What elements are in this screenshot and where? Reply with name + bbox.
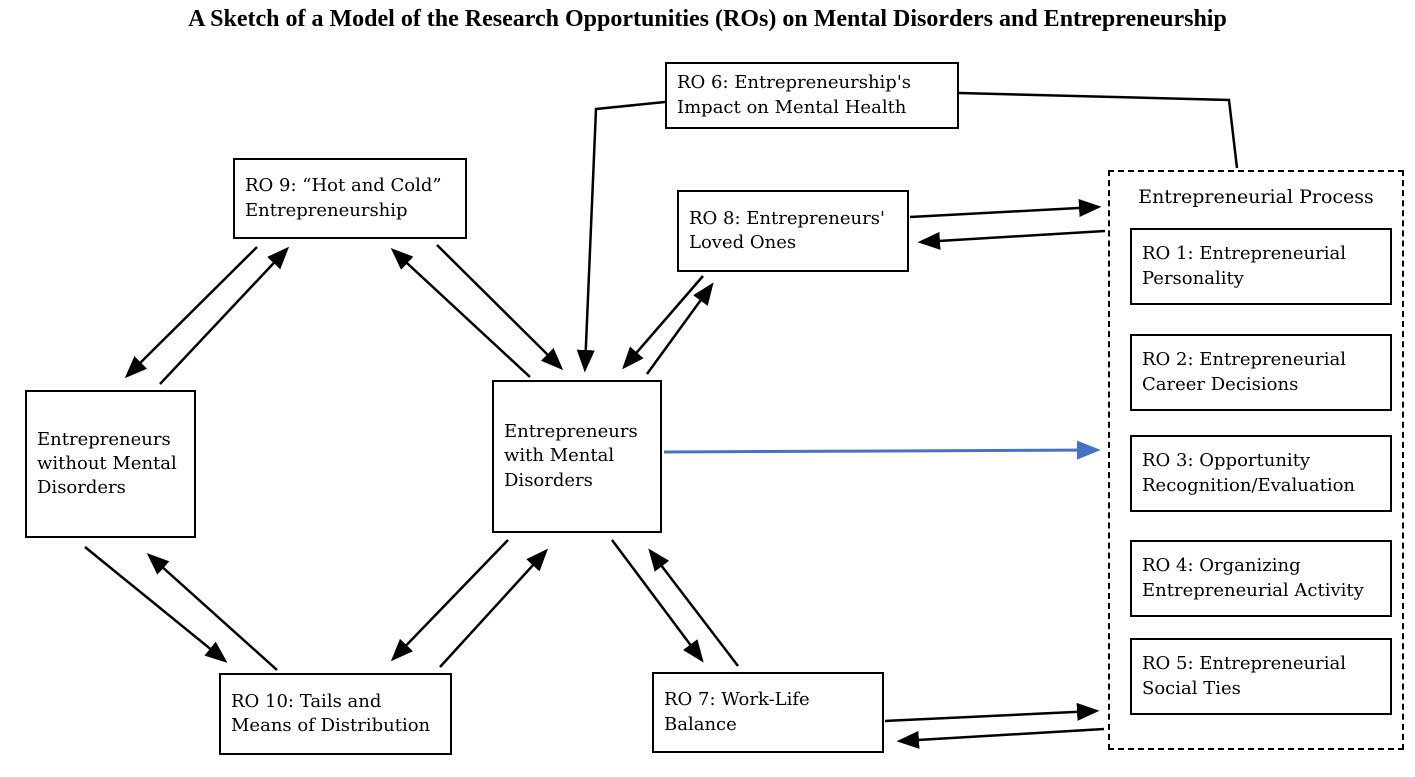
node-ro10: RO 10: Tails and Means of Distribution [219,673,452,755]
arrow-ro8-to-process [909,198,1102,219]
process-panel-title: Entrepreneurial Process [1138,186,1374,208]
node-ro3: RO 3: Opportunity Recognition/Evaluation [1130,435,1392,512]
node-ro1-label: RO 1: Entrepreneurial Personality [1142,243,1346,289]
node-entrepreneurs-with-mental-disorders: Entrepreneurs with Mental Disorders [492,380,662,533]
page-title: A Sketch of a Model of the Research Oppo… [188,6,1227,32]
node-ro8: RO 8: Entrepreneurs' Loved Ones [677,190,909,272]
node-ro4: RO 4: Organizing Entrepreneurial Activit… [1130,540,1392,617]
node-ro7: RO 7: Work-Life Balance [652,672,884,753]
node-ro2: RO 2: Entrepreneurial Career Decisions [1130,334,1392,411]
arrow-ro10-to-with [439,548,549,668]
node-entrepreneurs-without-mental-disorders: Entrepreneurs without Mental Disorders [25,390,196,538]
arrow-ro10-to-without [146,552,278,671]
node-ro10-label: RO 10: Tails and Means of Distribution [231,690,431,736]
node-ro9: RO 9: “Hot and Cold” Entrepreneurship [233,158,467,239]
arrow-ro7-to-process [884,702,1100,723]
line-ro6-to-process [958,91,1239,169]
node-ro6: RO 6: Entrepreneurship's Impact on Menta… [665,62,959,129]
arrow-without-to-ro10 [84,546,228,663]
arrow-with-to-ro8 [645,282,714,375]
arrow-process-to-ro8 [917,229,1106,250]
entrepreneurial-process-panel: Entrepreneurial Process RO 1: Entreprene… [1108,170,1404,750]
arrow-with-to-ro10 [390,539,509,662]
node-ro1: RO 1: Entrepreneurial Personality [1130,228,1392,305]
node-ro3-label: RO 3: Opportunity Recognition/Evaluation [1142,450,1356,496]
node-with-label: Entrepreneurs with Mental Disorders [504,421,638,491]
node-ro2-label: RO 2: Entrepreneurial Career Decisions [1142,349,1346,395]
arrow-with-to-ro9 [390,247,531,378]
node-ro6-label: RO 6: Entrepreneurship's Impact on Menta… [677,72,912,118]
arrow-with-to-ro7 [610,539,704,663]
arrow-ro7-to-with [648,548,739,667]
arrow-ro9-to-with-2 [436,244,564,371]
node-ro5-label: RO 5: Entrepreneurial Social Ties [1142,653,1346,699]
node-ro8-label: RO 8: Entrepreneurs' Loved Ones [689,207,885,253]
arrow-ro6-to-with [576,100,666,373]
node-ro9-label: RO 9: “Hot and Cold” Entrepreneurship [245,175,442,221]
arrow-ro8-to-with [622,275,704,370]
arrow-ro9-to-without [124,246,258,379]
arrow-without-to-ro9 [159,246,290,385]
arrow-process-to-ro7 [896,727,1105,749]
node-ro7-label: RO 7: Work-Life Balance [664,689,810,735]
node-ro4-label: RO 4: Organizing Entrepreneurial Activit… [1142,555,1364,601]
node-without-label: Entrepreneurs without Mental Disorders [37,428,177,499]
node-ro5: RO 5: Entrepreneurial Social Ties [1130,638,1392,715]
arrow-with-to-ro3-accent [663,440,1101,460]
